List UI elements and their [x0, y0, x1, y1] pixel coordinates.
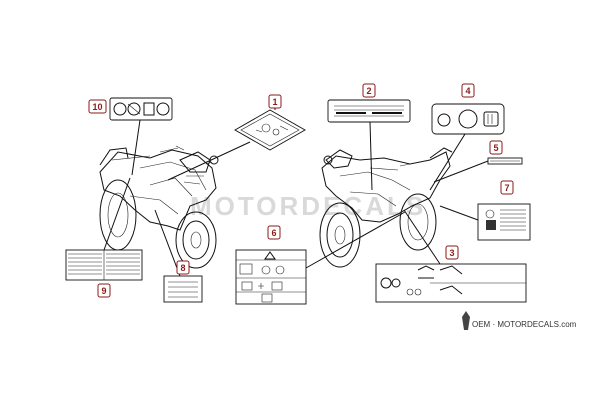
callout-5[interactable]: 5 [489, 140, 503, 155]
brand-logo: OEM · MOTORDECALS.com [462, 311, 577, 330]
label-part-10 [109, 97, 173, 121]
svg-text:6: 6 [271, 228, 276, 238]
label-part-1 [234, 109, 306, 151]
callout-2[interactable]: 2 [362, 83, 376, 98]
svg-text:1: 1 [272, 97, 277, 107]
svg-text:3: 3 [449, 248, 454, 258]
label-part-2 [327, 99, 411, 123]
brand-text: OEM · MOTORDECALS.com [472, 320, 577, 329]
callout-8[interactable]: 8 [176, 260, 190, 275]
label-part-3 [375, 263, 527, 303]
svg-text:5: 5 [493, 143, 498, 153]
label-part-4 [431, 103, 505, 135]
svg-text:9: 9 [101, 286, 106, 296]
callout-7[interactable]: 7 [500, 180, 514, 195]
svg-text:8: 8 [180, 263, 185, 273]
callout-4[interactable]: 4 [461, 83, 475, 98]
label-part-5 [487, 157, 523, 165]
callout-1[interactable]: 1 [268, 94, 282, 109]
callout-10[interactable]: 10 [88, 99, 107, 114]
svg-text:7: 7 [504, 183, 509, 193]
label-part-9 [65, 249, 143, 281]
motorcycle-right [319, 147, 453, 268]
label-part-8 [163, 275, 203, 303]
svg-text:4: 4 [465, 86, 470, 96]
svg-text:10: 10 [92, 102, 102, 112]
svg-text:2: 2 [366, 86, 371, 96]
label-part-6 [235, 249, 307, 305]
watermark: MOTORDECALS [190, 191, 426, 221]
label-part-7 [477, 203, 531, 241]
callout-9[interactable]: 9 [97, 283, 111, 298]
leader-lines [103, 108, 489, 277]
callout-3[interactable]: 3 [445, 245, 459, 260]
callout-6[interactable]: 6 [267, 225, 281, 240]
